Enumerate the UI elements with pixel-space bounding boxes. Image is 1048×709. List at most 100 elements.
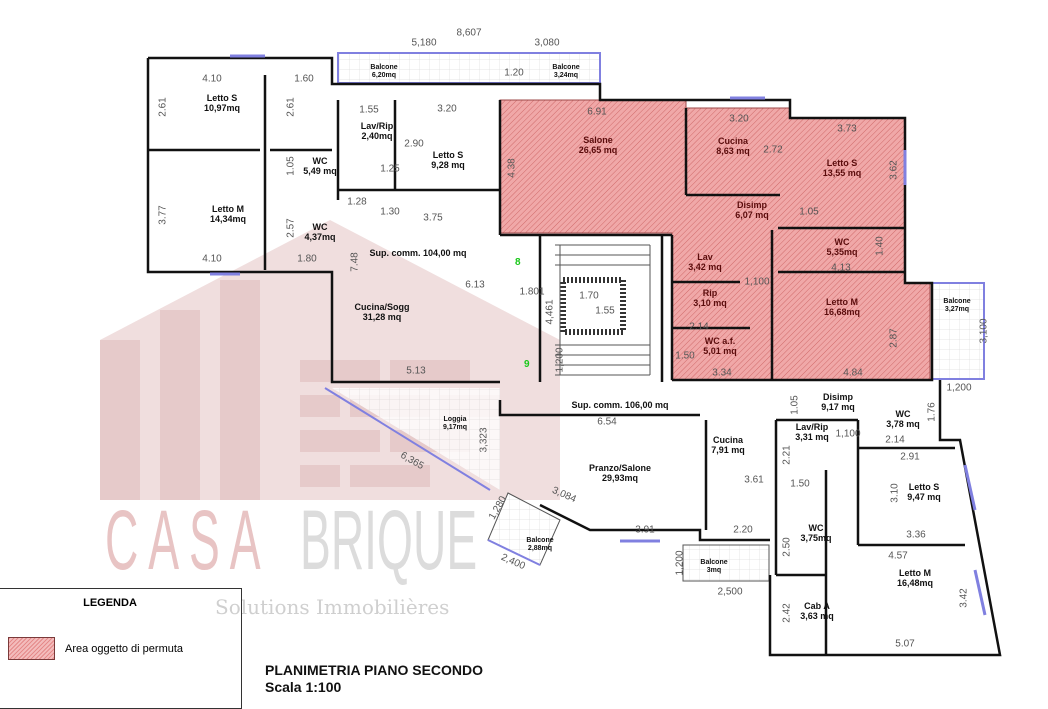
dimension-label: 5.13 xyxy=(406,365,426,377)
dimension-label: 5.07 xyxy=(895,638,915,650)
room-label-wc-af: WC a.f.5,01 mq xyxy=(703,336,737,356)
dimension-label: 1.05 xyxy=(799,206,819,218)
dimension-label: 3.73 xyxy=(837,123,857,135)
dimension-label: 4.38 xyxy=(506,158,518,178)
dimension-label: 2.87 xyxy=(888,328,900,348)
dimension-label: 3.62 xyxy=(888,160,900,180)
dimension-label: 2.14 xyxy=(689,321,709,333)
dimension-label: 3.61 xyxy=(744,474,764,486)
apartment-commercial-area: Sup. comm. 104,00 mq xyxy=(369,248,467,258)
dimension-label: 3,080 xyxy=(534,37,560,49)
dimension-label: 8,607 xyxy=(456,27,482,39)
dimension-label: 3.77 xyxy=(157,205,169,225)
drawing-scale: Scala 1:100 xyxy=(265,679,342,695)
apartment-commercial-area: Sup. comm. 106,00 mq xyxy=(571,400,669,410)
legend-item-label: Area oggetto di permuta xyxy=(65,643,184,655)
dimension-label: 3,100 xyxy=(978,318,990,344)
dimension-label: 3.42 xyxy=(958,588,970,608)
dimension-label: 1,100 xyxy=(835,428,861,440)
dimension-label: 2.50 xyxy=(781,537,793,557)
dimension-label: 3.36 xyxy=(906,529,926,541)
dimension-label: 3,323 xyxy=(478,427,490,453)
dimension-label: 2.91 xyxy=(900,451,920,463)
dimension-label: 2.57 xyxy=(285,218,297,238)
dimension-label: 2.72 xyxy=(763,144,783,156)
dimension-label: 3.34 xyxy=(712,367,732,379)
dimension-label: 1.55 xyxy=(359,104,379,116)
dimension-label: 1.40 xyxy=(874,236,886,256)
balcony-south xyxy=(682,544,770,582)
dimension-label: 1.80 xyxy=(297,253,317,265)
dimension-label: 4.13 xyxy=(831,262,851,274)
dimension-label: 1.60 xyxy=(294,73,314,85)
dimension-label: 6.54 xyxy=(597,416,617,428)
legend-swatch-exchange-area xyxy=(8,637,55,660)
dimension-label: 1.801 xyxy=(519,286,545,298)
dimension-label: 2.20 xyxy=(733,524,753,536)
dimension-label: 1.25 xyxy=(380,163,400,175)
dimension-label: 3.20 xyxy=(437,103,457,115)
dimension-label: 1.70 xyxy=(579,290,599,302)
dimension-label: 5,180 xyxy=(411,37,437,49)
dimension-label: 1.05 xyxy=(285,156,297,176)
dimension-label: 2.14 xyxy=(885,434,905,446)
dimension-label: 1.20 xyxy=(504,67,524,79)
dimension-label: 4.10 xyxy=(202,73,222,85)
section-marker-9: 9 xyxy=(524,359,530,370)
dimension-label: 1.28 xyxy=(347,196,367,208)
dimension-label: 2.61 xyxy=(285,97,297,117)
dimension-label: 4.57 xyxy=(888,550,908,562)
dimension-label: 1.50 xyxy=(675,350,695,362)
dimension-label: 1.55 xyxy=(595,305,615,317)
legend-box: LEGENDA Area oggetto di permuta xyxy=(0,588,242,709)
dimension-label: 3.20 xyxy=(729,113,749,125)
watermark-brand-brique: BRIQUE xyxy=(300,493,478,587)
dimension-label: 1.50 xyxy=(790,478,810,490)
drawing-title: PLANIMETRIA PIANO SECONDO Scala 1:100 xyxy=(265,662,483,696)
dimension-label: 6.91 xyxy=(587,106,607,118)
dimension-label: 6.13 xyxy=(465,279,485,291)
watermark-tagline: Solutions Immobilières xyxy=(215,595,450,619)
dimension-label: 7.48 xyxy=(349,252,361,272)
section-marker-8: 8 xyxy=(515,257,521,268)
dimension-label: 4,461 xyxy=(544,299,556,325)
dimension-label: 4.84 xyxy=(843,367,863,379)
dimension-label: 1.05 xyxy=(789,395,801,415)
dimension-label: 1.76 xyxy=(926,402,938,422)
dimension-label: 1.30 xyxy=(380,206,400,218)
dimension-label: 2.42 xyxy=(781,603,793,623)
drawing-title-main: PLANIMETRIA PIANO SECONDO xyxy=(265,662,484,678)
dimension-label: 1,100 xyxy=(744,276,770,288)
dimension-label: 2.61 xyxy=(157,97,169,117)
dimension-label: 3.91 xyxy=(635,524,655,536)
dimension-label: 3.75 xyxy=(423,212,443,224)
